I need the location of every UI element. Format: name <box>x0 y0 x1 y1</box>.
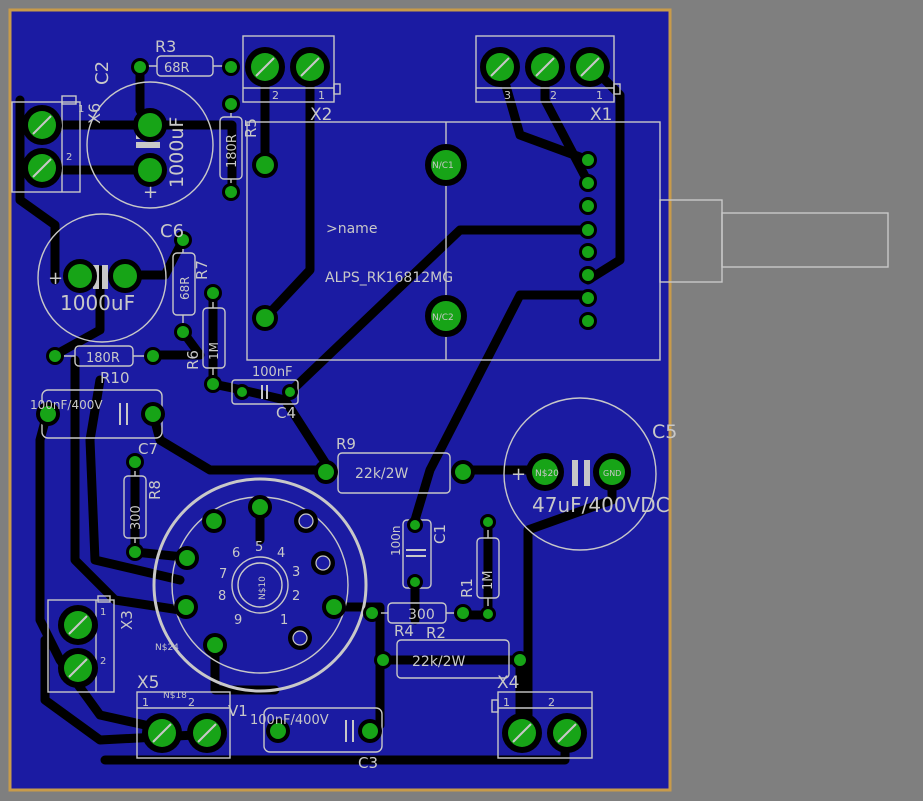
r2-value: 22k/2W <box>412 654 466 670</box>
x4-pin1: 1 <box>503 696 510 709</box>
x5-outline <box>136 691 231 759</box>
r6-body <box>202 307 226 369</box>
r2-body <box>396 639 510 679</box>
x5-name: X5 <box>137 673 159 693</box>
r2-name: R2 <box>426 624 446 642</box>
r6-name: R6 <box>184 350 202 370</box>
c2-name: C2 <box>92 61 113 85</box>
pot-name: >name <box>326 221 377 237</box>
r4-value: 300 <box>408 607 435 623</box>
c5-value: 47uF/400VDC <box>532 493 670 517</box>
x6-pin2: 2 <box>66 152 72 163</box>
c3-outline <box>263 707 383 753</box>
c1-value: 100n <box>389 525 403 556</box>
x2-outline <box>242 35 335 103</box>
c6-plus-mark: + <box>48 268 63 289</box>
c3-name: C3 <box>358 754 378 772</box>
x3-pin1: 1 <box>100 607 106 618</box>
c4-value: 100nF <box>252 365 293 380</box>
c3-value: 100nF/400V <box>250 713 329 728</box>
x6-pin1: 1 <box>78 104 84 115</box>
r8-name: R8 <box>146 480 164 500</box>
c5-pin-b: GND <box>603 469 621 478</box>
x1-outline <box>475 35 615 103</box>
c5-outline <box>503 397 657 551</box>
x6-outline <box>11 101 81 193</box>
c5-name: C5 <box>652 421 677 443</box>
x4-outline <box>497 691 593 759</box>
c1-name: C1 <box>431 524 449 544</box>
x1-pin3: 3 <box>504 89 511 102</box>
r9-value: 22k/2W <box>355 466 409 482</box>
tube-pin-3: 3 <box>292 565 300 580</box>
tube-net-b: N$18 <box>163 691 187 701</box>
r1-name: R1 <box>458 578 476 598</box>
tube-pin-8: 8 <box>218 589 226 604</box>
c6-name: C6 <box>160 221 184 242</box>
pads-small <box>36 58 597 743</box>
r1-value: 1M <box>481 571 496 591</box>
c6-value: 1000uF <box>60 291 135 315</box>
r5-name: R5 <box>242 118 260 138</box>
x3-name: X3 <box>118 610 136 630</box>
pot-nc2: N/C2 <box>432 313 454 323</box>
r8-value: 300 <box>129 505 144 530</box>
tube-pins <box>174 495 346 657</box>
labels: R3 68R C2 1000uF X6 1 2 180R R5 2 1 X2 3… <box>30 37 677 772</box>
r7-name: R7 <box>193 260 211 280</box>
x3-outline <box>47 599 115 693</box>
c2-value: 1000uF <box>166 117 188 188</box>
x2-pin2: 2 <box>272 89 279 102</box>
x1-pin1: 1 <box>596 89 603 102</box>
r4-name: R4 <box>394 622 414 640</box>
x2-pin1: 1 <box>318 89 325 102</box>
pads-large <box>22 47 631 753</box>
r10-value: 180R <box>86 351 120 366</box>
x6-name: X6 <box>85 103 104 124</box>
tube-net-a: N$24 <box>155 643 179 653</box>
c4-name: C4 <box>276 404 296 422</box>
tube-pin-7: 7 <box>219 567 227 582</box>
tube-name: V1 <box>228 702 248 720</box>
x1-pin2: 2 <box>550 89 557 102</box>
r9-body <box>337 452 451 494</box>
r3-value: 68R <box>164 61 190 76</box>
r3-name: R3 <box>155 37 176 56</box>
x3-pin2: 2 <box>100 656 106 667</box>
c7-name: C7 <box>138 440 158 458</box>
tube-pin-9: 9 <box>234 613 242 628</box>
polarity-marks: + + + <box>48 182 526 485</box>
c2-outline <box>86 81 214 209</box>
r7-value: 68R <box>178 276 192 300</box>
c5-plus-mark: + <box>511 464 526 485</box>
tube-pin-5: 5 <box>255 540 263 555</box>
c2-plus-mark: + <box>143 182 158 203</box>
tube-pin-numbers: 6 5 4 3 2 1 9 8 7 <box>218 540 300 628</box>
tube-pin-1: 1 <box>280 613 288 628</box>
tube-pin-2: 2 <box>292 589 300 604</box>
x4-pin2: 2 <box>548 696 555 709</box>
r5-value: 180R <box>225 134 240 168</box>
c7-value: 100nF/400V <box>30 398 103 412</box>
r6-value: 1M <box>207 342 221 360</box>
x2-name: X2 <box>310 105 332 125</box>
r9-name: R9 <box>336 435 356 453</box>
tube-center-label: N$10 <box>258 576 268 600</box>
r7-body <box>172 252 196 316</box>
pot-nc1: N/C1 <box>432 161 454 171</box>
x4-name: X4 <box>497 673 519 693</box>
x5-pin2: 2 <box>188 696 195 709</box>
r10-name: R10 <box>100 369 130 387</box>
x5-pin1: 1 <box>142 696 149 709</box>
c6-outline <box>37 213 167 343</box>
tube-pin-6: 6 <box>232 546 240 561</box>
tube-pin-4: 4 <box>277 546 285 561</box>
x1-name: X1 <box>590 105 612 125</box>
pot-value: ALPS_RK16812MG <box>325 270 453 286</box>
c5-pin-a: N$20 <box>535 469 559 479</box>
